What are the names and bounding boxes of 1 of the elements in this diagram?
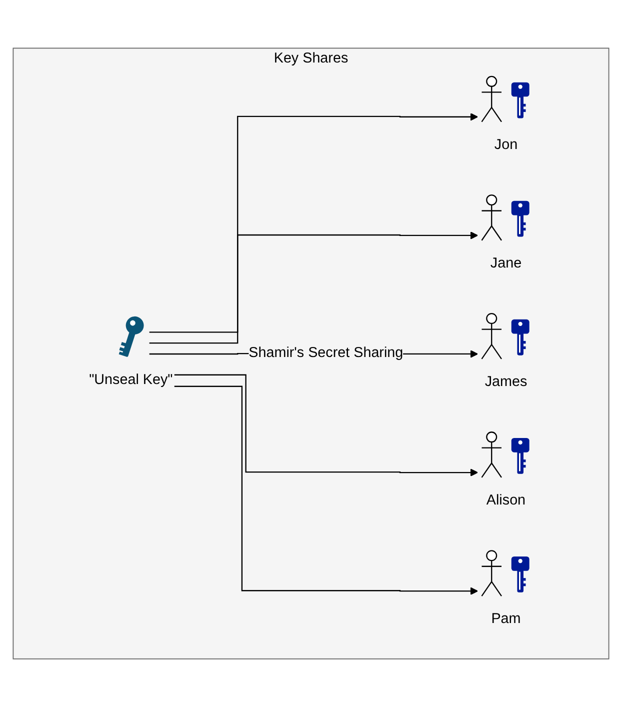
- edge-label: Shamir's Secret Sharing: [248, 346, 404, 362]
